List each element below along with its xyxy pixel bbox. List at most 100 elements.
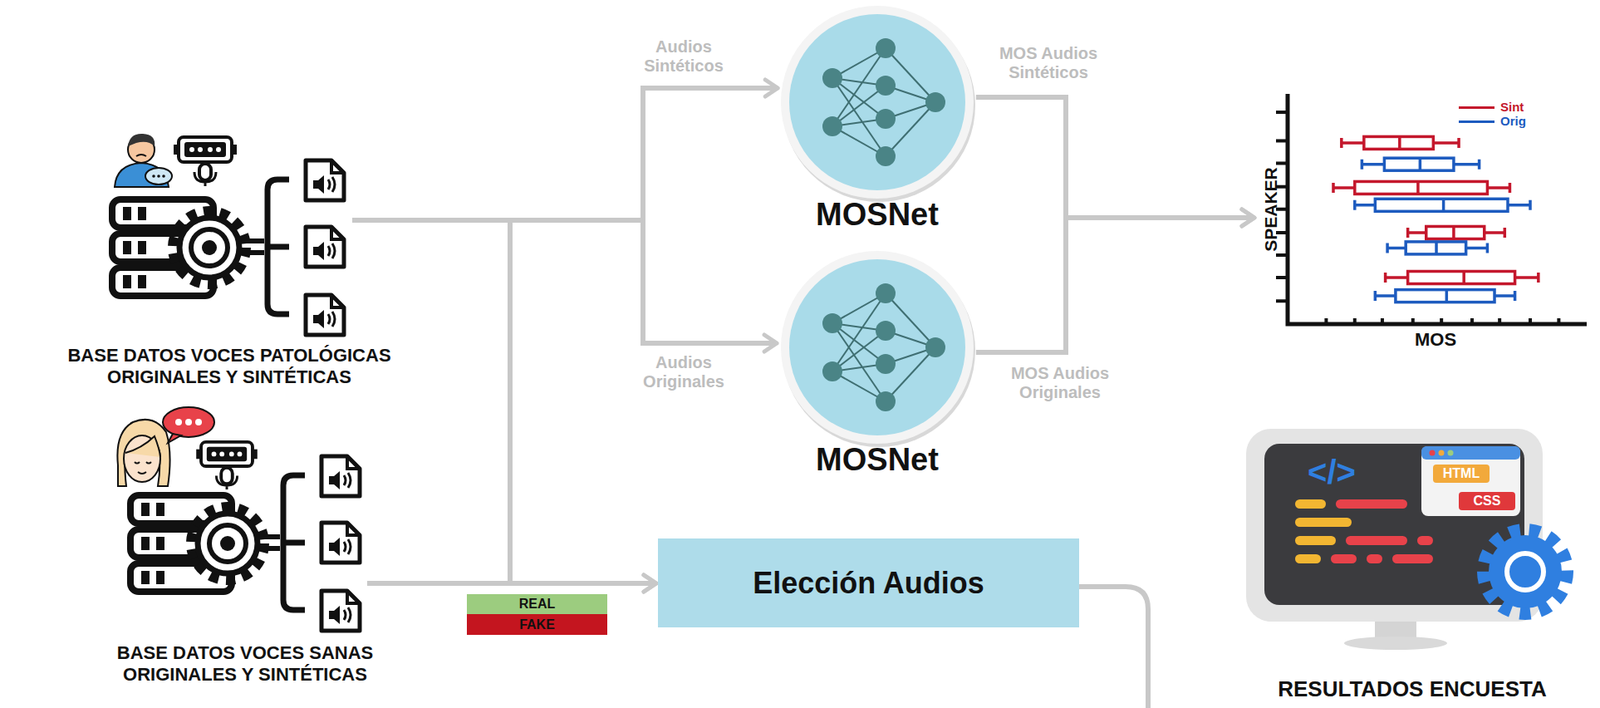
survey-monitor-icon-part: [1295, 499, 1326, 509]
pathological-db-icon-part: [173, 137, 237, 187]
axis-tick: [1556, 318, 1561, 324]
boxplot-chart-part: [1333, 136, 1539, 302]
network-neuron: [875, 353, 896, 374]
edge-label: Audios Originales: [625, 352, 742, 393]
healthy-db-icon-part: [125, 436, 161, 457]
flow-arrow: [402, 580, 657, 586]
survey-monitor-icon-part: [1458, 491, 1516, 511]
pathological-db-icon-part: [161, 174, 166, 178]
median: [1398, 136, 1402, 149]
pathological-db-icon-part: [112, 199, 246, 296]
network-neuron: [822, 68, 843, 89]
pathological-db-icon-part: [245, 160, 344, 335]
circle-rim: [780, 5, 974, 199]
survey-monitor-icon-part: [1433, 464, 1490, 483]
pathological-db-icon-part: [152, 174, 156, 178]
survey-monitor-icon-part: [1429, 450, 1436, 457]
circle-rim: [780, 250, 974, 444]
flow-arrow: [424, 88, 778, 221]
box: [1405, 241, 1466, 255]
node-text: RESULTADOS ENCUESTA: [1237, 677, 1587, 702]
axis-tick: [1276, 275, 1288, 280]
survey-monitor-icon-part: [1438, 450, 1445, 457]
box: [1395, 289, 1495, 303]
axis-tick: [1497, 318, 1502, 324]
axis-tick: [1324, 318, 1328, 324]
database-group: BASE DATOS VOCES SANAS ORIGINALES Y SINT…: [87, 407, 403, 690]
network-circle: MOSNet: [780, 4, 975, 200]
edge-label: Audios Sintéticos: [625, 36, 742, 77]
survey-monitor-icon-part: [1506, 553, 1544, 590]
network-neuron: [875, 320, 896, 341]
process-box: Elección Audios: [657, 538, 1080, 628]
network-link: [885, 293, 936, 348]
pathological-db-icon-part: [136, 154, 147, 157]
network-neuron: [875, 38, 896, 59]
node-text: REAL: [466, 593, 608, 614]
healthy-db-icon-part: [175, 418, 182, 426]
node-text: MOSNet: [746, 442, 1008, 478]
network-circle: MOSNet: [780, 250, 975, 445]
survey-monitor-icon-part: [1295, 517, 1352, 527]
network-neuron: [925, 337, 946, 358]
survey-monitor-icon: [1246, 428, 1567, 650]
boxplot: [1387, 241, 1488, 255]
boxplot: [1408, 225, 1506, 239]
network-neuron: [875, 75, 896, 96]
axis-tick: [1528, 318, 1532, 324]
pathological-db-icon: [112, 133, 425, 335]
node-text: MOS: [1414, 328, 1457, 351]
survey-monitor-icon-part: [1488, 534, 1562, 609]
survey-monitor-icon-part: [1421, 446, 1521, 460]
axis-tick: [1470, 318, 1474, 324]
box: [1384, 157, 1454, 171]
boxplot: [1341, 136, 1459, 149]
survey-monitor-icon-part: [1335, 499, 1408, 509]
box: [1408, 271, 1516, 285]
boxplot-chart: SPEAKERMOS: [1256, 87, 1589, 354]
network-neuron: [822, 313, 843, 334]
healthy-db-icon: [117, 407, 403, 631]
node-text: BASE DATOS VOCES SANAS ORIGINALES Y SINT…: [87, 642, 403, 685]
healthy-db-icon-part: [167, 433, 182, 443]
circle-fill: [789, 259, 966, 436]
survey-monitor-icon-part: [1421, 446, 1521, 516]
healthy-db-icon-part-part: [130, 495, 265, 592]
circle-fill: [789, 14, 966, 191]
edge-label: MOS Audios Sintéticos: [973, 43, 1124, 84]
axis-tick: [1276, 161, 1288, 165]
pathological-db-icon-part: [157, 174, 161, 178]
survey-monitor-icon-part: [1344, 636, 1448, 650]
legend-text: Sint: [1500, 99, 1524, 114]
database-group: BASE DATOS VOCES PATOLÓGICAS ORIGINALES …: [34, 124, 425, 391]
survey-results: RESULTADOS ENCUESTA: [1237, 423, 1587, 705]
node-text: MOSNet: [746, 197, 1008, 233]
healthy-db-icon-part: [260, 456, 360, 631]
median: [1418, 157, 1423, 171]
pathological-db-icon-part: [145, 167, 172, 185]
median: [1452, 225, 1456, 239]
median: [1416, 181, 1420, 194]
median: [1442, 198, 1446, 212]
legend-swatch: [1458, 120, 1495, 123]
survey-monitor-icon-part: [1295, 554, 1321, 564]
network-link: [885, 347, 936, 402]
axis-tick: [1353, 318, 1357, 324]
legend-swatch: [1458, 106, 1495, 109]
boxplot: [1333, 181, 1510, 194]
median: [1445, 289, 1449, 303]
network-link: [885, 102, 936, 157]
network-neuron: [925, 92, 946, 113]
healthy-db-icon-part-part: [260, 456, 360, 631]
boxplot-chart-part: [1276, 112, 1559, 324]
survey-monitor-icon-part: [1295, 535, 1336, 545]
survey-monitor-icon-part: [1366, 554, 1383, 564]
axis-tick: [1380, 318, 1385, 324]
healthy-db-icon-part: [134, 461, 152, 474]
box: [1354, 181, 1488, 194]
whisker: [1333, 182, 1510, 193]
edge-label: MOS Audios Originales: [985, 363, 1135, 403]
axis-tick: [1276, 110, 1288, 114]
